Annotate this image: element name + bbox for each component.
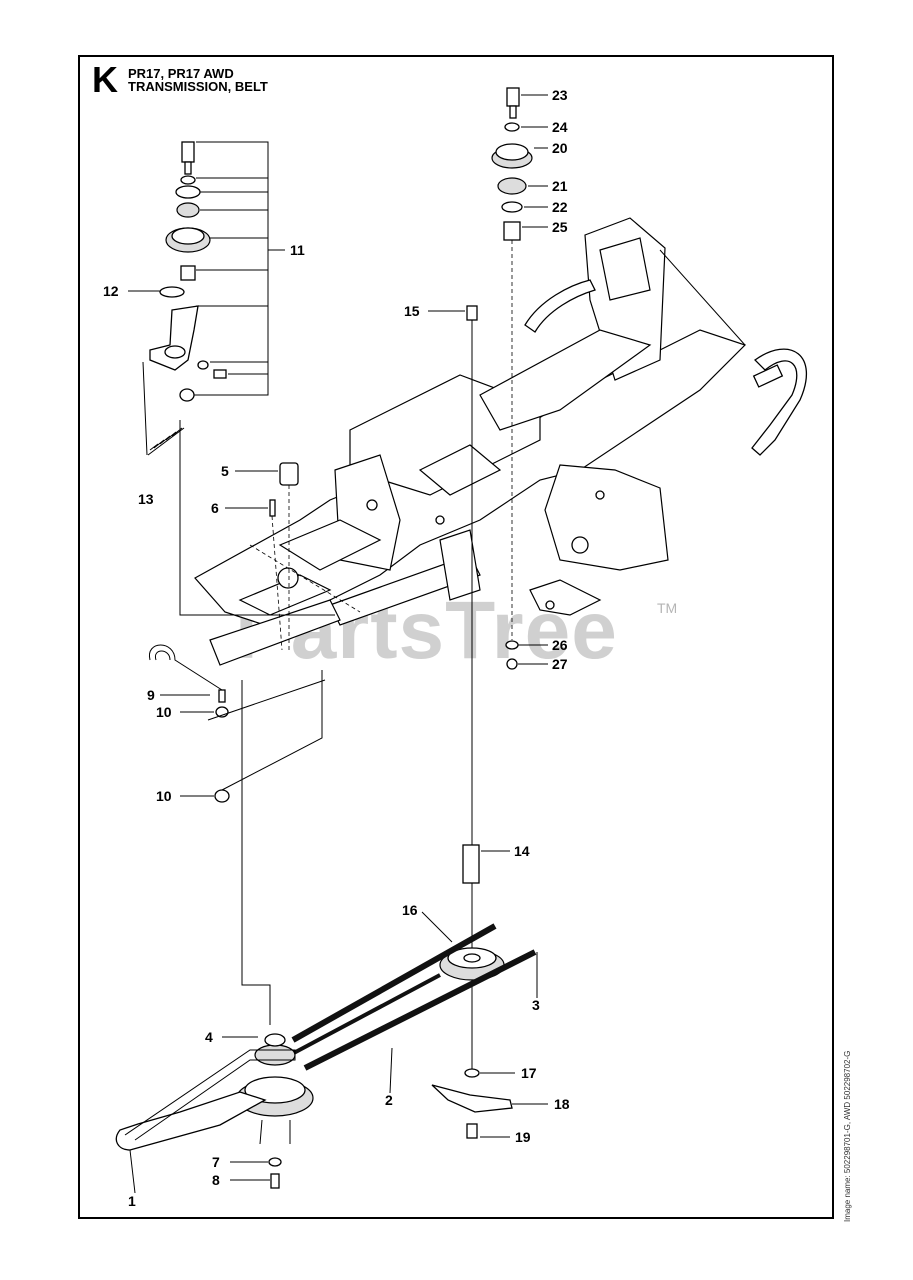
callout-17: 17 [521,1065,537,1081]
callout-9: 9 [147,687,155,703]
callout-23: 23 [552,87,568,103]
callout-labels: 23 24 20 21 22 25 11 12 15 13 5 6 26 27 … [103,87,570,1209]
idler-arm-assembly [142,141,269,456]
callout-12: 12 [103,283,119,299]
callout-7: 7 [212,1154,220,1170]
callout-8: 8 [212,1172,220,1188]
callout-13: 13 [138,491,154,507]
callout-27: 27 [552,656,568,672]
callout-10-upper: 10 [156,704,172,720]
callout-3: 3 [532,997,540,1013]
diagram-title-assembly: TRANSMISSION, BELT [128,79,268,94]
callout-19: 19 [515,1129,531,1145]
diagram-frame [78,55,834,1219]
callout-11: 11 [290,242,305,258]
section-letter: K [92,59,118,100]
callout-5: 5 [221,463,229,479]
callout-4: 4 [205,1029,213,1045]
callout-1: 1 [128,1193,136,1209]
drive-belts [289,923,537,1071]
callout-22: 22 [552,199,568,215]
callout-18: 18 [554,1096,570,1112]
transmission-pulley [115,420,335,1189]
idler-pulley-stack [491,87,533,670]
callout-6: 6 [211,500,219,516]
callout-16: 16 [402,902,418,918]
trademark-symbol: TM [657,600,678,616]
callout-2: 2 [385,1092,393,1108]
callout-26: 26 [552,637,568,653]
callout-20: 20 [552,140,568,156]
control-rod [149,462,361,803]
chassis-frame [194,217,807,666]
callout-10-lower: 10 [156,788,172,804]
diagram-title-models: PR17, PR17 AWD [128,66,234,81]
callout-14: 14 [514,843,530,859]
leader-lines [128,94,548,1194]
callout-25: 25 [552,219,568,235]
callout-21: 21 [552,178,568,194]
callout-15: 15 [404,303,420,319]
callout-24: 24 [552,119,568,135]
